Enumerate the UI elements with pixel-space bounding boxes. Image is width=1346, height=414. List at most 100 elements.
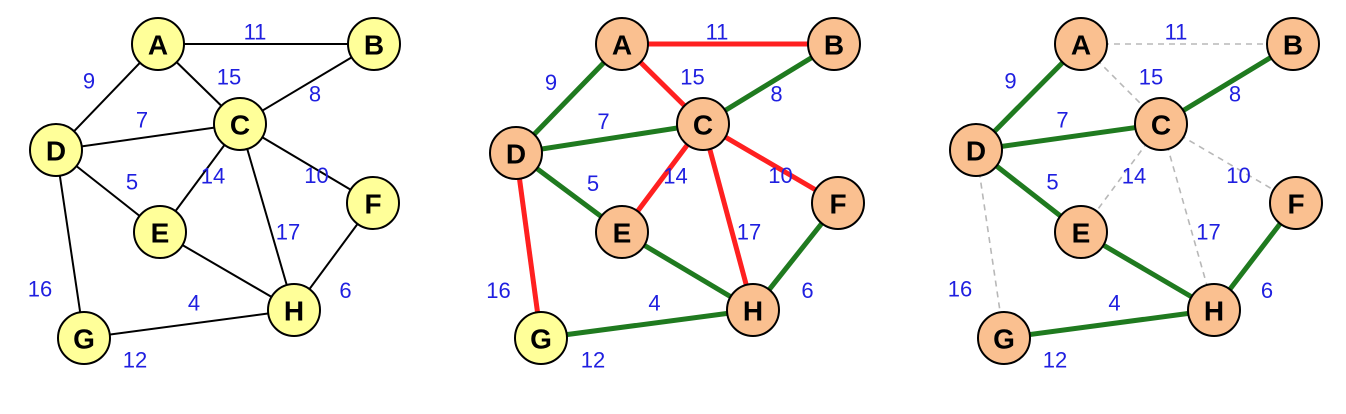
weight-label-ab: 11 — [706, 20, 729, 45]
node-d: D — [949, 123, 1003, 177]
weight-label-gh: 12 — [123, 348, 147, 373]
weight-label-ce: 14 — [1122, 164, 1146, 189]
weight-label-ad: 9 — [545, 70, 557, 95]
node-circle — [133, 205, 187, 259]
node-label: F — [364, 189, 381, 220]
edge-cd — [515, 121, 704, 156]
weight-label-eh: 4 — [648, 291, 660, 316]
node-circle — [1054, 17, 1108, 71]
edge-ch — [700, 123, 756, 311]
weight-label-ac: 15 — [680, 65, 704, 90]
weight-label-fh: 6 — [801, 278, 813, 303]
node-label: C — [693, 110, 713, 141]
node-h: H — [1187, 283, 1241, 337]
node-label: H — [1204, 296, 1224, 327]
node-circle — [267, 283, 321, 337]
node-circle — [213, 97, 267, 151]
weight-label-bc: 8 — [770, 82, 782, 107]
edge-dg — [975, 149, 1005, 339]
weight-label-bc: 8 — [1229, 82, 1241, 107]
node-label: D — [966, 136, 986, 167]
node-g: G — [977, 311, 1031, 365]
weight-label-ab: 11 — [1165, 20, 1188, 45]
node-circle — [1134, 97, 1188, 151]
weight-label-ad: 9 — [1004, 69, 1016, 94]
node-label: H — [743, 296, 763, 327]
weight-label-dg: 16 — [28, 277, 52, 302]
node-circle — [489, 126, 543, 180]
weight-label-de: 5 — [1046, 170, 1058, 195]
node-circle — [131, 17, 185, 71]
node-circle — [811, 176, 865, 230]
weight-label-cf: 10 — [1226, 163, 1250, 188]
node-label: B — [1283, 30, 1303, 61]
node-label: G — [993, 324, 1015, 355]
node-f: F — [346, 176, 400, 230]
node-circle — [977, 311, 1031, 365]
node-d: D — [29, 123, 83, 177]
edge-gh — [83, 309, 295, 339]
edge-cd — [55, 123, 241, 151]
edge-dg — [55, 149, 85, 339]
node-circle — [1054, 205, 1108, 259]
node-label: C — [230, 110, 250, 141]
node-c: C — [1134, 97, 1188, 151]
node-label: D — [506, 139, 526, 170]
edge-dg — [513, 152, 544, 339]
weight-label-eh: 4 — [1108, 291, 1120, 316]
node-e: E — [1054, 205, 1108, 259]
weight-label-cf: 10 — [768, 163, 792, 188]
weight-label-de: 5 — [126, 170, 138, 195]
node-label: E — [151, 218, 170, 249]
weight-label-ac: 15 — [1139, 65, 1163, 90]
node-g: G — [514, 311, 568, 365]
edge-ch — [239, 123, 295, 311]
node-label: A — [1071, 30, 1091, 61]
node-label: A — [148, 30, 168, 61]
weight-label-ad: 9 — [83, 69, 95, 94]
weight-label-ch: 17 — [276, 220, 300, 245]
edge-ac — [1080, 43, 1162, 125]
node-h: H — [726, 283, 780, 337]
node-b: B — [1266, 17, 1320, 71]
node-label: E — [613, 218, 632, 249]
node-circle — [726, 283, 780, 337]
weight-label-gh: 12 — [581, 348, 605, 373]
node-label: A — [612, 30, 632, 61]
weight-label-ch: 17 — [737, 220, 761, 245]
node-a: A — [1054, 17, 1108, 71]
node-label: G — [530, 324, 552, 355]
node-label: G — [73, 324, 95, 355]
node-circle — [807, 17, 861, 71]
node-g: G — [57, 311, 111, 365]
node-b: B — [807, 17, 861, 71]
node-c: C — [213, 97, 267, 151]
node-label: F — [1287, 189, 1304, 220]
weight-label-ch: 17 — [1196, 220, 1220, 245]
node-a: A — [595, 17, 649, 71]
node-circle — [1266, 17, 1320, 71]
node-circle — [1269, 176, 1323, 230]
edge-cd — [975, 121, 1162, 153]
edge-gh — [540, 307, 754, 341]
weight-label-cd: 7 — [597, 109, 609, 134]
weight-label-bc: 8 — [309, 82, 321, 107]
node-e: E — [133, 205, 187, 259]
node-d: D — [489, 126, 543, 180]
node-label: D — [46, 136, 66, 167]
node-circle — [595, 17, 649, 71]
node-circle — [57, 311, 111, 365]
weight-label-gh: 12 — [1043, 348, 1067, 373]
node-circle — [676, 97, 730, 151]
weight-label-fh: 6 — [1261, 278, 1273, 303]
weight-label-ac: 15 — [217, 65, 241, 90]
weight-label-de: 5 — [587, 171, 599, 196]
node-c: C — [676, 97, 730, 151]
node-label: B — [824, 30, 844, 61]
node-circle — [29, 123, 83, 177]
node-circle — [346, 176, 400, 230]
